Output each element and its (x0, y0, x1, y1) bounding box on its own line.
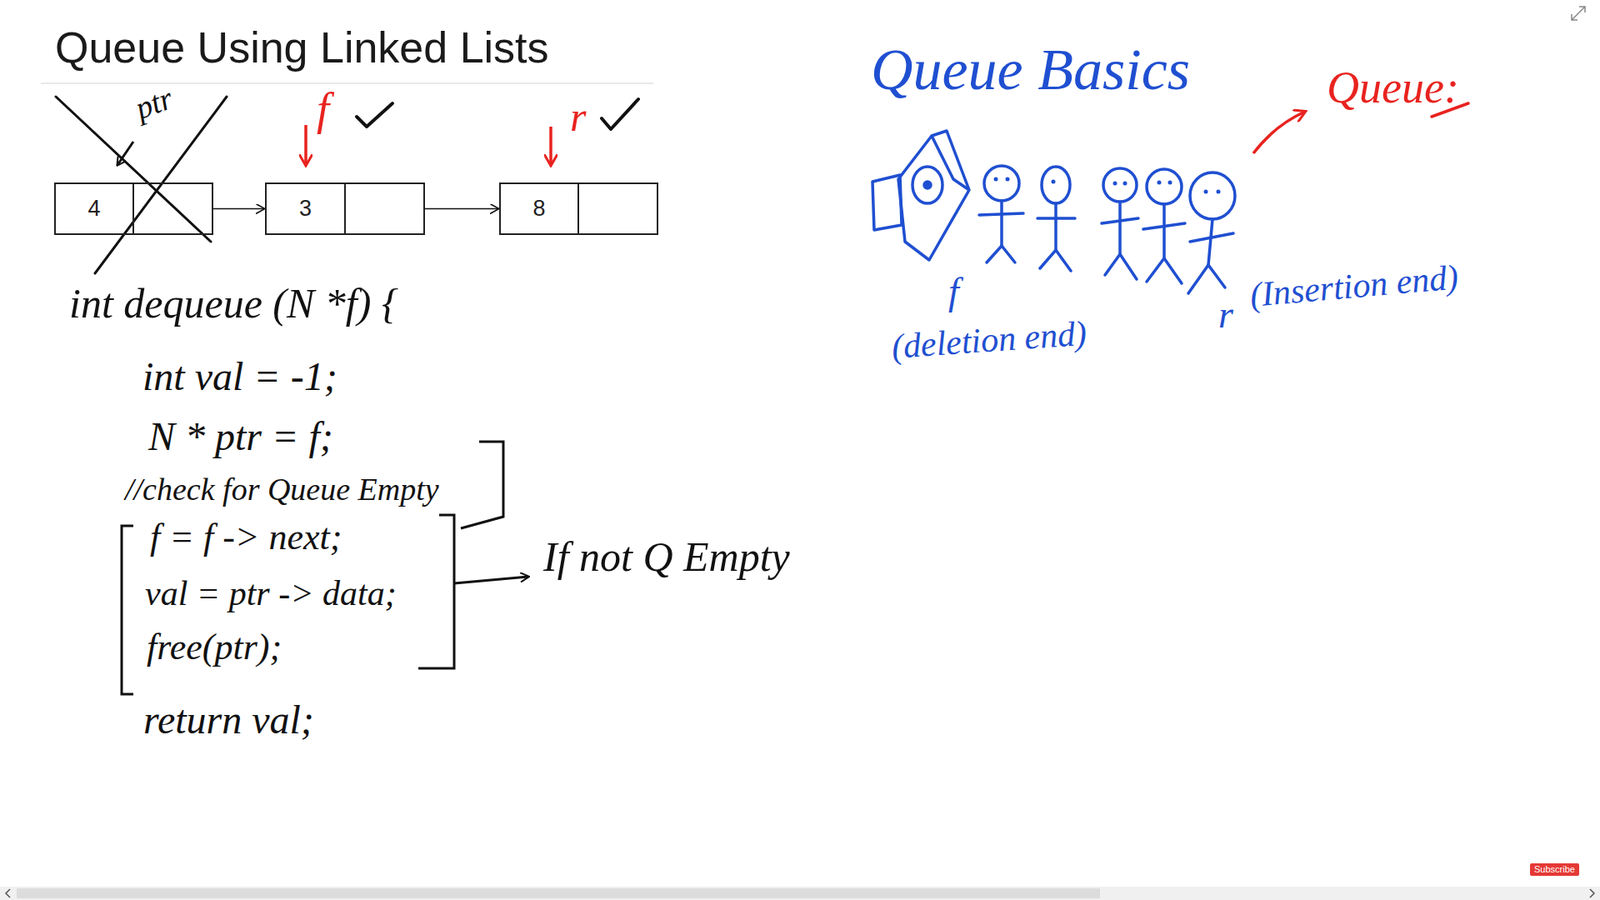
bracket (418, 515, 455, 669)
section-heading: Queue Basics (870, 36, 1190, 105)
next-cell (134, 184, 212, 234)
end-label: (Insertion end) (1248, 256, 1460, 315)
next-pointer (425, 208, 499, 210)
faces (994, 177, 1221, 195)
bracket (121, 525, 134, 695)
front-arrow (304, 125, 308, 165)
check-mark (601, 99, 639, 130)
end-label: (deletion end) (890, 313, 1088, 368)
bracket (460, 441, 504, 529)
list-node: 4 (54, 182, 214, 235)
list-node: 8 (499, 182, 659, 235)
node-value: 3 (299, 195, 312, 222)
ptr-arrow (117, 141, 134, 165)
code-line: f = f -> next; (150, 516, 342, 560)
data-cell: 4 (55, 184, 135, 234)
code-line: int dequeue (N *f) { (69, 280, 399, 329)
next-cell (345, 184, 424, 234)
expand-icon (1571, 6, 1585, 20)
code-line: N * ptr = f; (148, 413, 334, 460)
stick-figures (979, 165, 1235, 294)
rear-label: r (570, 93, 586, 142)
page-title: Queue Using Linked Lists (55, 23, 550, 74)
ticket-booth (872, 130, 970, 260)
annotation: If not Q Empty (543, 533, 790, 582)
scrollbar-thumb (16, 888, 1100, 899)
watermark: Subscribe (1530, 863, 1580, 876)
section-heading: Queue: (1326, 61, 1460, 114)
code-line: return val; (143, 696, 315, 743)
data-cell: 8 (500, 184, 580, 234)
red-arrow (1253, 111, 1305, 154)
front-label: f (316, 83, 330, 135)
node-value: 8 (532, 195, 545, 222)
check-mark (356, 103, 393, 127)
code-line: free(ptr); (146, 626, 282, 670)
scrollbar-track (0, 886, 1600, 900)
code-line: int val = -1; (142, 353, 338, 400)
data-cell: 3 (266, 184, 346, 234)
next-pointer (213, 208, 265, 210)
rear-arrow (549, 126, 553, 165)
end-label: r (1218, 293, 1234, 338)
code-comment: //check for Queue Empty (125, 471, 440, 509)
list-node: 3 (265, 182, 425, 235)
scroll-arrow (5, 889, 1595, 898)
note-arrow (454, 576, 529, 584)
next-cell (579, 184, 657, 234)
end-label: f (948, 270, 960, 315)
title-rule (40, 82, 654, 85)
node-value: 4 (87, 195, 100, 222)
pointer-label: ptr (130, 80, 179, 127)
code-line: val = ptr -> data; (145, 573, 397, 614)
